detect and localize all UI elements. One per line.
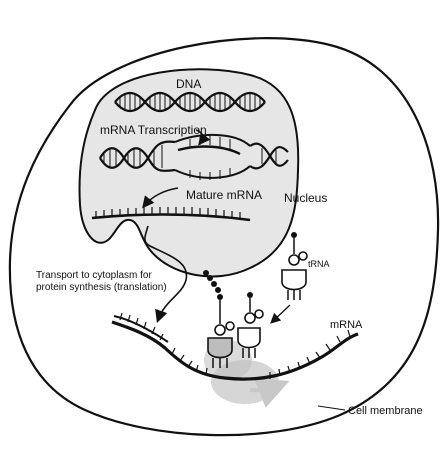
dna-helix — [114, 91, 266, 113]
mature-mrna-strand — [91, 207, 251, 222]
cytoplasm-mrna-strand — [111, 312, 359, 381]
label-transport-line1: Transport to cytoplasm for — [36, 270, 152, 281]
transcription-helix — [99, 134, 289, 180]
nucleus-body — [78, 68, 300, 278]
label-mature-mrna: Mature mRNA — [186, 188, 262, 202]
transcription-arrow — [195, 129, 211, 146]
label-trna: tRNA — [308, 259, 330, 269]
label-transcription: mRNA Transcription — [100, 123, 207, 137]
label-cell-membrane: Cell membrane — [348, 405, 423, 417]
cell-membrane-pointer — [317, 405, 346, 411]
trna-bound-with-chain — [203, 270, 235, 368]
trna-free — [281, 232, 308, 300]
trna-bound-incoming — [237, 292, 264, 358]
label-transport-line2: protein synthesis (translation) — [36, 282, 167, 293]
label-nucleus: Nucleus — [284, 191, 327, 205]
trna-approach-arrow — [270, 304, 291, 324]
transport-arrow — [144, 225, 188, 324]
cell-membrane-outline — [8, 37, 440, 437]
label-dna: DNA — [176, 77, 201, 91]
label-mrna: mRNA — [330, 319, 363, 331]
mature-mrna-arrow — [142, 187, 179, 209]
ribosome-movement-arrow — [249, 378, 290, 408]
